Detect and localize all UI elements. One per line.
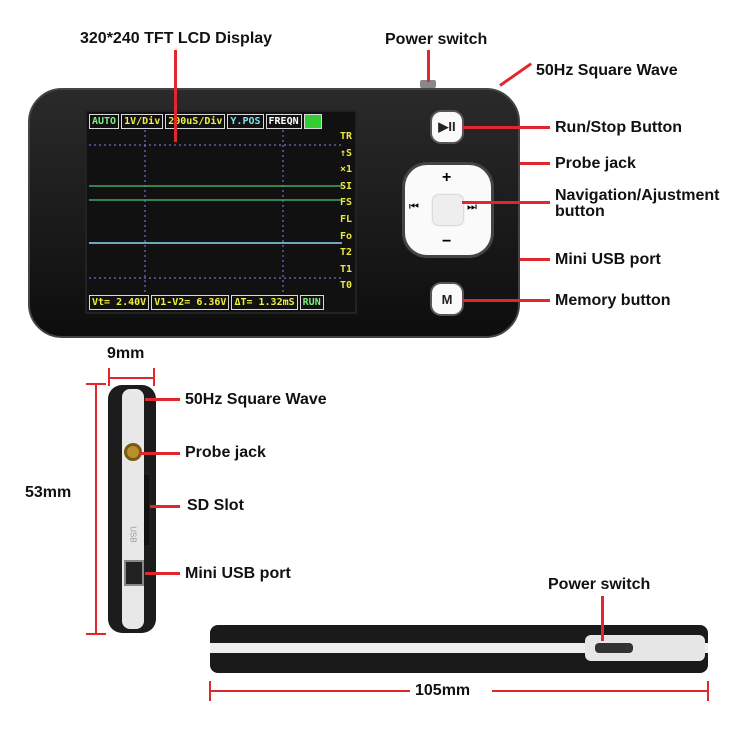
power-switch-knob — [420, 80, 436, 88]
lcd-mode: AUTO — [89, 114, 120, 129]
label-probe-top: Probe jack — [555, 155, 636, 172]
lcd-screen: AUTO 1V/Div 200uS/Div Y.POS FREQN TR ↑S … — [85, 110, 357, 314]
pointer-line — [499, 62, 532, 87]
dimension-tick — [86, 383, 106, 385]
lcd-time-div: 200uS/Div — [165, 114, 226, 129]
dimension-tick — [209, 681, 211, 701]
label-usb-top: Mini USB port — [555, 251, 661, 268]
lcd-menu-item: FS — [339, 197, 352, 209]
pointer-line — [462, 126, 550, 129]
edge-stripe — [210, 643, 708, 653]
pointer-line — [462, 299, 550, 302]
waveform-grid — [89, 130, 342, 296]
label-usb-side: Mini USB port — [185, 565, 291, 582]
label-lcd: 320*240 TFT LCD Display — [80, 30, 273, 47]
lcd-volt-div: 1V/Div — [121, 114, 164, 129]
lcd-menu-item: SI — [339, 180, 352, 192]
lcd-menu-item: ↑S — [339, 147, 352, 159]
mini-usb-port — [124, 560, 144, 586]
label-probe-side: Probe jack — [185, 444, 266, 461]
label-memory: Memory button — [555, 292, 671, 309]
lcd-side-menu: TR ↑S ×1 SI FS FL Fo T2 T1 T0 — [340, 130, 352, 293]
oscilloscope-side: USB — [108, 385, 156, 633]
run-stop-button[interactable]: ▶II — [432, 112, 462, 142]
label-nav-2: button — [555, 203, 605, 220]
plus-button[interactable]: + — [442, 169, 452, 186]
label-square-side: 50Hz Square Wave — [185, 391, 327, 408]
top-panel — [585, 635, 705, 661]
lcd-menu-item: Fo — [339, 230, 352, 242]
center-button[interactable] — [433, 195, 463, 225]
lcd-freq: FREQN — [265, 114, 302, 129]
lcd-menu-item: T0 — [339, 280, 352, 292]
pointer-line — [462, 201, 550, 204]
dimension-tick — [86, 633, 106, 635]
pointer-line — [601, 596, 604, 641]
pointer-line — [520, 162, 550, 165]
dimension-tick — [153, 368, 155, 386]
oscilloscope-top-edge — [210, 625, 708, 673]
pointer-line — [520, 258, 550, 261]
label-power-top: Power switch — [385, 31, 488, 48]
side-panel — [122, 389, 144, 629]
label-square-top: 50Hz Square Wave — [536, 62, 678, 79]
pointer-line — [427, 50, 430, 82]
label-sd: SD Slot — [187, 497, 244, 514]
pointer-line — [145, 572, 180, 575]
lcd-ypos: Y.POS — [227, 114, 264, 129]
lcd-bottom-bar: Vt= 2.40V V1-V2= 6.36V ΔT= 1.32mS RUN — [89, 295, 353, 310]
lcd-menu-item: ×1 — [339, 164, 352, 176]
prev-button[interactable]: ⏮ — [409, 201, 419, 213]
minus-button[interactable]: − — [442, 233, 452, 250]
sd-slot — [144, 475, 149, 545]
power-switch[interactable] — [595, 643, 633, 653]
dimension-tick — [707, 681, 709, 701]
dimension-line — [210, 690, 410, 692]
label-length: 105mm — [415, 682, 471, 699]
lcd-menu-item: TR — [339, 131, 352, 142]
lcd-v1v2: V1-V2= 6.36V — [151, 295, 230, 310]
navigation-pad[interactable]: + − ⏮ ⏭ — [405, 165, 491, 255]
label-height: 53mm — [25, 484, 72, 501]
label-power-bottom: Power switch — [548, 576, 651, 593]
lcd-menu-item: FL — [339, 213, 352, 225]
pointer-line — [140, 452, 180, 455]
lcd-dt: ΔT= 1.32mS — [231, 295, 298, 310]
lcd-menu-item: T1 — [339, 263, 352, 275]
label-width: 9mm — [107, 345, 145, 362]
dimension-line — [108, 377, 155, 379]
label-nav-1: Navigation/Ajustment — [555, 187, 720, 204]
label-run-stop: Run/Stop Button — [555, 119, 683, 136]
pointer-line — [174, 50, 177, 142]
dimension-tick — [108, 368, 110, 386]
pointer-line — [145, 398, 180, 401]
pointer-line — [150, 505, 180, 508]
memory-button[interactable]: M — [432, 284, 462, 314]
lcd-vt: Vt= 2.40V — [89, 295, 150, 310]
lcd-run-status: RUN — [299, 295, 324, 310]
lcd-menu-item: T2 — [339, 247, 352, 259]
battery-icon — [303, 114, 322, 129]
next-button[interactable]: ⏭ — [467, 201, 477, 213]
dimension-line — [492, 690, 708, 692]
dimension-line — [95, 383, 97, 635]
usb-mark: USB — [128, 526, 138, 543]
lcd-top-bar: AUTO 1V/Div 200uS/Div Y.POS FREQN — [89, 114, 353, 129]
